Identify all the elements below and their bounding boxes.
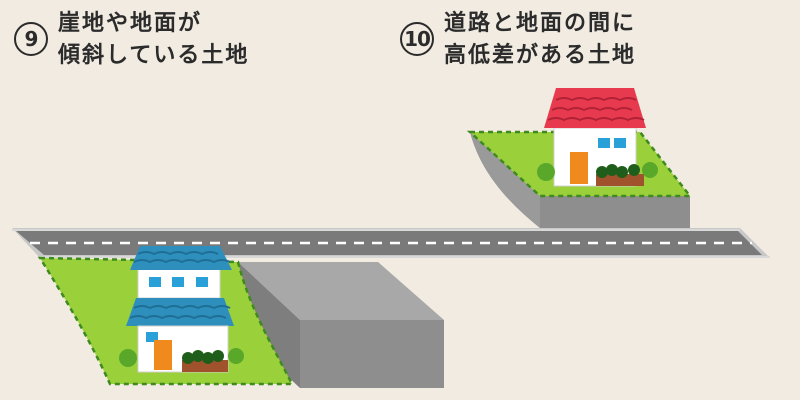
house-blue-roof-icon [119, 246, 244, 373]
door-icon [154, 340, 172, 370]
caption-10-line-2: 高低差がある土地 [444, 43, 637, 68]
caption-9-text: 崖地や地面が 傾斜している土地 [58, 8, 249, 72]
cliff-front [540, 196, 690, 232]
road [12, 228, 770, 258]
number-badge-10: 10 [400, 22, 434, 56]
caption-10-text: 道路と地面の間に 高低差がある土地 [444, 8, 636, 72]
house-red-roof-icon [537, 88, 658, 187]
caption-9: 9 崖地や地面が 傾斜している土地 [14, 8, 249, 72]
caption-10-line-1: 道路と地面の間に [444, 11, 637, 36]
caption-9-line-1: 崖地や地面が [58, 11, 203, 36]
door-icon [570, 152, 588, 184]
caption-9-line-2: 傾斜している土地 [58, 43, 250, 68]
number-badge-9: 9 [14, 22, 48, 56]
caption-10: 10 道路と地面の間に 高低差がある土地 [400, 8, 636, 72]
cliff-block-front [300, 320, 444, 388]
sloped-land [37, 256, 444, 388]
cliff-top [238, 262, 444, 320]
